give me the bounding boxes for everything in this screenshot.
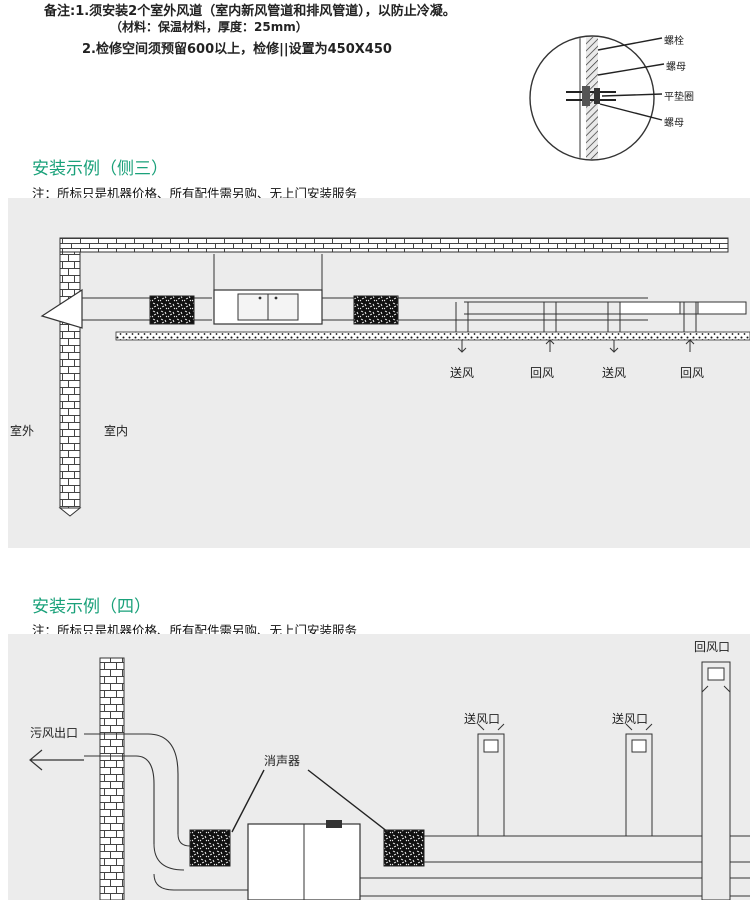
note-line-1: 备注:1.须安装2个室外风道（室内新风管道和排风管道），以防止冷凝。 [44, 4, 456, 19]
section-3-diagram [40, 237, 750, 517]
label-return-outlet: 回风口 [694, 640, 731, 654]
detail-label-bolt: 螺栓 [664, 36, 684, 47]
label-exhaust-outlet: 污风出口 [30, 726, 79, 740]
label-supply-2: 送风 [602, 366, 627, 380]
detail-label-washer: 平垫圈 [664, 92, 694, 103]
label-supply-1: 送风 [450, 366, 475, 380]
label-supply-outlet-1: 送风口 [464, 712, 501, 726]
detail-label-nut-1: 螺母 [666, 62, 686, 73]
detail-label-nut-2: 螺母 [664, 118, 684, 129]
section-4-diagram [29, 657, 750, 900]
label-outdoor: 室外 [10, 424, 35, 438]
note-line-2: 2.检修空间须预留600以上，检修||设置为450X450 [82, 42, 392, 57]
label-indoor: 室内 [104, 424, 129, 438]
note-line-1-sub: （材料：保温材料，厚度：25mm） [110, 20, 308, 34]
section-4-diagram-panel: 污风出口 消声器 送风口 送风口 回风口 [8, 634, 750, 900]
section-3-note: 注：所标只是机器价格、所有配件需另购、无上门安装服务 [32, 186, 358, 201]
section-4-title: 安装示例（四） [32, 597, 151, 617]
section-3-diagram-panel: 送风 回风 送风 回风 室外 室内 [8, 198, 750, 548]
label-return-1: 回风 [530, 366, 555, 380]
section-3-title: 安装示例（侧三） [32, 159, 168, 179]
label-silencer: 消声器 [264, 754, 301, 768]
label-return-2: 回风 [680, 366, 705, 380]
label-supply-outlet-2: 送风口 [612, 712, 649, 726]
